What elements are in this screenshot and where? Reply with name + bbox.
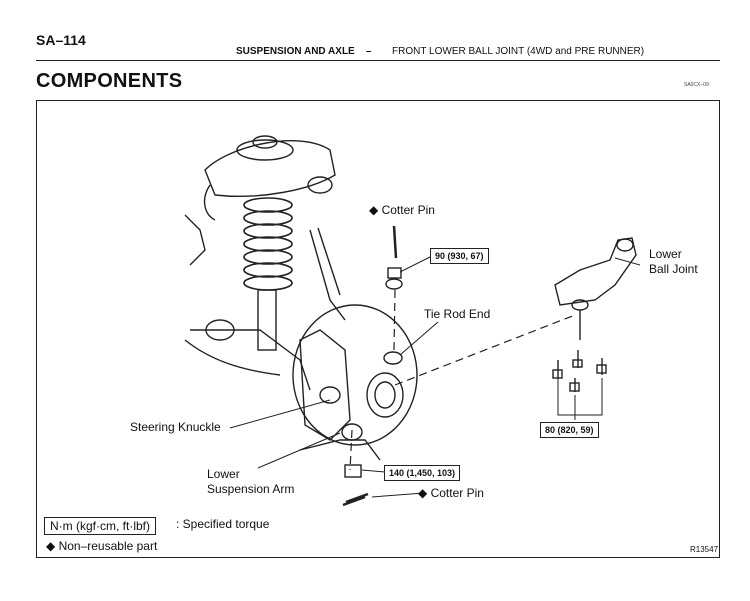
subsection-title: FRONT LOWER BALL JOINT (4WD and PRE RUNN… [392,46,645,57]
lower-ball-joint-label-line2: Ball Joint [649,262,698,276]
document-code: SA0CX–09 [684,82,709,88]
lower-suspension-arm-label-line1: Lower [207,467,240,481]
lower-suspension-arm-label-line2: Suspension Arm [207,482,295,496]
figure-id: R13547 [690,545,719,554]
section-title: SUSPENSION AND AXLE – [236,46,372,57]
cotter-pin-bottom-label: ◆ Cotter Pin [418,486,484,500]
tie-rod-end-label: Tie Rod End [424,307,491,321]
nonreusable-diamond-icon: ◆ [369,203,379,217]
nonreusable-legend: ◆ Non–reusable part [46,539,158,553]
tie-rod-nut-torque: 90 (930, 67) [430,248,489,264]
torque-unit-box: N·m (kgf·cm, ft·lbf) [44,517,156,535]
arm-nut-torque: 140 (1,450, 103) [384,465,461,481]
nonreusable-diamond-icon: ◆ [46,539,56,553]
page-heading: COMPONENTS [36,70,183,92]
torque-unit-description: : Specified torque [176,517,270,531]
page-number: SA–114 [36,32,86,48]
steering-knuckle-label: Steering Knuckle [130,420,221,434]
nonreusable-diamond-icon: ◆ [418,486,428,500]
header-rule [36,60,720,61]
ball-joint-bolt-torque: 80 (820, 59) [540,422,599,438]
cotter-pin-top-label: ◆ Cotter Pin [369,203,435,217]
lower-ball-joint-label-line1: Lower [649,247,682,261]
diagram-frame [36,100,720,558]
